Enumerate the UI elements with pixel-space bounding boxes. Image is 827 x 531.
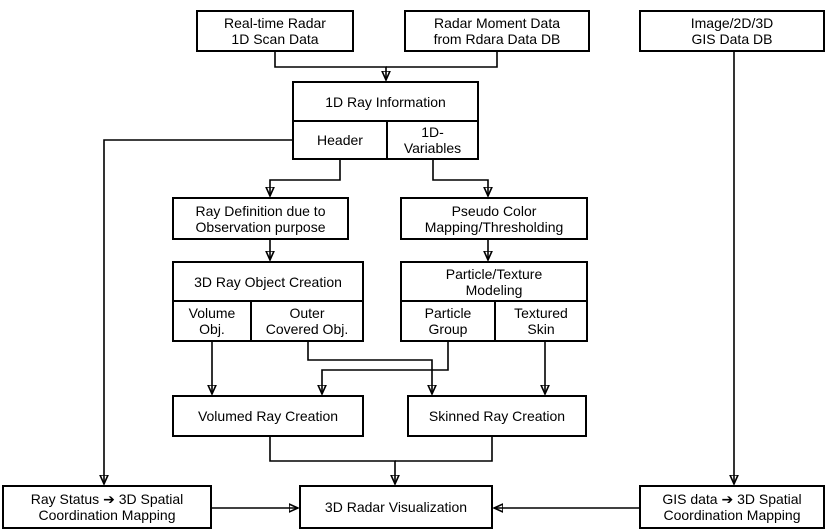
outer-covered-box: Outer Covered Obj. <box>250 300 364 342</box>
connector-realtime-to-ray-info <box>274 52 386 80</box>
ray-status-box: Ray Status ➔ 3D Spatial Coordination Map… <box>2 485 212 529</box>
connector-header-to-ray-status <box>104 139 292 484</box>
ray-info-box: 1D Ray Information <box>292 81 479 122</box>
particle-texture-box: Particle/Texture Modeling <box>400 261 588 302</box>
connector-particle-group-to-volumed-ray <box>322 341 449 394</box>
volumed-ray-box: Volumed Ray Creation <box>172 395 364 437</box>
radar-moment-box: Radar Moment Data from Rdara Data DB <box>404 10 590 52</box>
textured-skin-box: Textured Skin <box>494 300 588 342</box>
connector-variables-to-pseudo-color <box>432 159 488 196</box>
volume-obj-box: Volume Obj. <box>172 300 252 342</box>
variables-box: 1D- Variables <box>386 120 479 160</box>
gis-db-box: Image/2D/3D GIS Data DB <box>639 10 825 52</box>
header-box: Header <box>292 120 388 160</box>
ray-definition-box: Ray Definition due to Observation purpos… <box>172 197 349 240</box>
radar-visualization-box: 3D Radar Visualization <box>299 485 493 529</box>
ray-object-creation-box: 3D Ray Object Creation <box>172 261 364 302</box>
pseudo-color-box: Pseudo Color Mapping/Thresholding <box>400 197 588 240</box>
connector-outer-covered-to-skinned-ray <box>307 341 432 394</box>
connector-header-to-ray-definition <box>270 159 341 196</box>
realtime-radar-box: Real-time Radar 1D Scan Data <box>196 10 354 52</box>
connector-moment-to-ray-info <box>386 52 498 68</box>
connector-volumed-to-visualization <box>269 436 395 484</box>
skinned-ray-box: Skinned Ray Creation <box>407 395 587 437</box>
gis-mapping-box: GIS data ➔ 3D Spatial Coordination Mappi… <box>639 485 825 529</box>
particle-group-box: Particle Group <box>400 300 496 342</box>
connector-skinned-to-visualization <box>395 436 493 462</box>
